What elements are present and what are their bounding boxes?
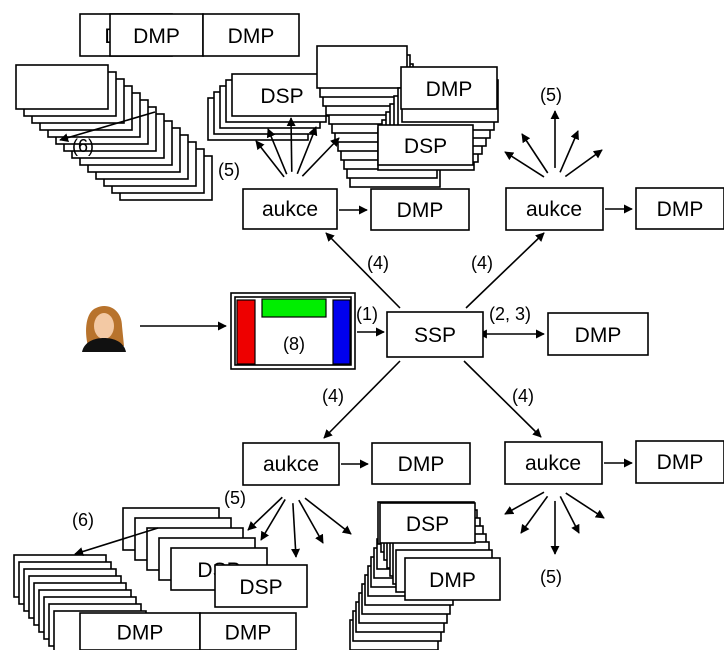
arrow-ssp-to-auction-tl [325, 232, 401, 309]
dmp-bottom-1: DMP [79, 612, 201, 650]
user-icon [82, 306, 126, 352]
svg-text:DMP: DMP [657, 198, 704, 221]
step-4-label-tl: (4) [367, 253, 389, 273]
svg-text:DMP: DMP [228, 25, 275, 48]
dmp-bottom-2: DMP [199, 612, 297, 650]
ad-slot-green [261, 298, 327, 318]
svg-text:aukce: aukce [262, 198, 318, 221]
arrow-ssp-to-auction-tr [465, 232, 545, 309]
bid-request-arrow-tr-1 [521, 133, 549, 174]
dsp-bottom: DSP [214, 564, 308, 608]
bid-request-arrow-bl-0 [247, 496, 283, 531]
svg-text:aukce: aukce [525, 452, 581, 475]
auction-bottom-right: aukce [504, 441, 603, 485]
ssp-box: SSP [386, 311, 484, 358]
bid-request-arrow-br-0 [504, 491, 545, 515]
bid-request-arrow-tr-3 [559, 130, 579, 173]
step-1-label: (1) [356, 304, 378, 324]
bid-request-arrow-br-1 [520, 495, 549, 534]
dmp-top-1: DMP [109, 13, 204, 57]
svg-text:DMP: DMP [426, 78, 473, 101]
svg-text:DSP: DSP [239, 576, 282, 599]
bid-request-arrow-br-4 [565, 492, 605, 519]
step-5-label-bl: (5) [224, 488, 246, 508]
dsp-stack-top-c-11 [316, 45, 408, 89]
dmp-bottom-3: DMP [404, 557, 501, 601]
step-23-label: (2, 3) [489, 304, 531, 324]
svg-text:DSP: DSP [404, 135, 447, 158]
ad-slot-red [236, 299, 256, 365]
arrows [59, 110, 633, 558]
bid-request-arrow-bl-4 [304, 497, 352, 535]
bid-request-arrow-tl-4 [301, 137, 340, 177]
ssp-dmp-box: DMP [547, 312, 649, 356]
svg-text:DSP: DSP [260, 85, 303, 108]
auction-top-left: aukce [242, 188, 338, 230]
step-8-label: (8) [283, 334, 305, 354]
svg-text:aukce: aukce [526, 198, 582, 221]
dmp-top-2: DMP [202, 13, 300, 57]
svg-text:DSP: DSP [406, 513, 449, 536]
step-4-label-br: (4) [512, 386, 534, 406]
arrow-dsp-to-dmp-top [59, 111, 156, 143]
bid-request-arrow-tl-1 [266, 128, 288, 175]
bid-request-arrow-tl-2 [286, 117, 296, 172]
svg-text:DMP: DMP [429, 569, 476, 592]
step-4-label-bl: (4) [322, 386, 344, 406]
bid-request-arrow-tl-3 [296, 126, 318, 175]
step-5-label-tl: (5) [218, 160, 240, 180]
dmp-top-3: DMP [400, 66, 498, 110]
auction-bottom-right-dmp: DMP [635, 440, 724, 484]
bid-request-arrow-tr-0 [504, 151, 545, 178]
svg-text:DMP: DMP [117, 622, 164, 645]
publisher-page: (8) [230, 292, 356, 370]
dsp-stack-top-b-4: DSP [231, 73, 333, 117]
step-6-label-bottom: (6) [72, 510, 94, 530]
bid-request-arrow-tl-0 [255, 140, 285, 178]
dsp-stack-top-a-13 [15, 64, 109, 110]
auction-top-left-dmp: DMP [370, 188, 470, 231]
auction-top-right-dmp: DMP [635, 187, 724, 230]
arrow-ssp-to-auction-bl [323, 360, 401, 439]
step-5-label-br: (5) [540, 567, 562, 587]
bid-request-arrow-bl-2 [291, 503, 301, 558]
bid-request-arrow-bl-1 [260, 499, 286, 541]
bid-request-arrow-bl-3 [298, 499, 324, 544]
auction-bottom-left: aukce [242, 442, 340, 486]
arrow-ssp-to-auction-br [463, 360, 542, 438]
ad-slot-blue [332, 299, 351, 365]
bid-request-arrow-tr-4 [564, 149, 603, 178]
step-6-label-top: (6) [72, 136, 94, 156]
svg-text:DMP: DMP [397, 199, 444, 222]
svg-text:DMP: DMP [657, 451, 704, 474]
svg-text:DMP: DMP [225, 622, 272, 645]
svg-text:SSP: SSP [414, 324, 456, 347]
step-5-label-tr: (5) [540, 85, 562, 105]
auction-top-right: aukce [505, 187, 604, 231]
arrow-dsp-to-dmp-bottom [74, 527, 159, 556]
step-4-label-tr: (4) [471, 253, 493, 273]
dsp-bottom-2: DSP [379, 502, 476, 544]
bid-request-arrow-br-3 [559, 495, 580, 534]
svg-text:aukce: aukce [263, 453, 319, 476]
auction-bottom-left-dmp: DMP [371, 442, 471, 485]
svg-text:DMP: DMP [133, 25, 180, 48]
svg-text:DMP: DMP [575, 324, 622, 347]
bidder-stacks: DSPDMPDMPDSPDMPDSPDSPDSPDMPDMPDSPDMP [13, 13, 501, 650]
dsp-top-2: DSP [377, 124, 474, 166]
svg-text:DMP: DMP [398, 453, 445, 476]
